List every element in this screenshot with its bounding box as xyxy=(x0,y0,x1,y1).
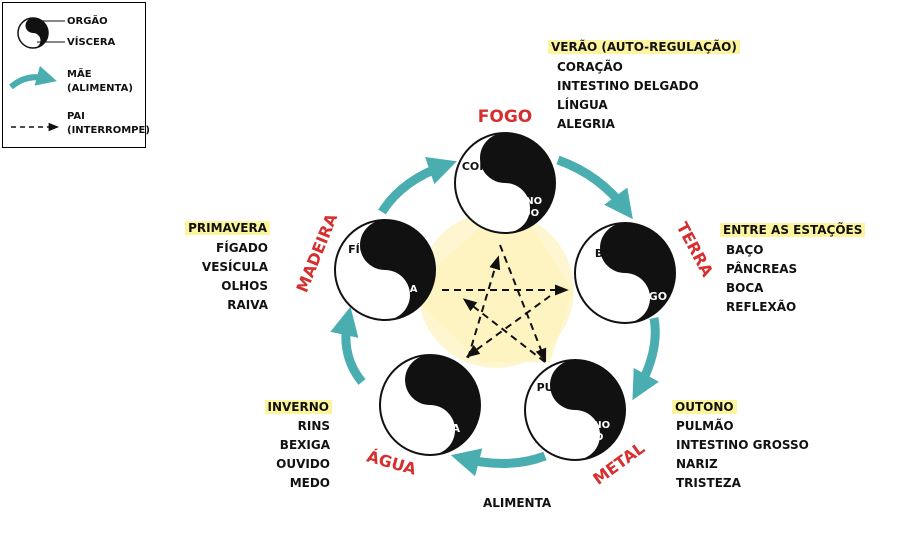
dashed-earth-to-water xyxy=(465,295,551,358)
earth-viscera-label-1: ESTÔMAGO xyxy=(597,290,667,303)
season-spring-list: FÍGADO VESÍCULA OLHOS RAIVA xyxy=(170,239,268,315)
season-summer-list: CORAÇÃO INTESTINO DELGADO LÍNGUA ALEGRIA xyxy=(557,58,699,134)
season-spring-item: VESÍCULA xyxy=(201,260,268,274)
season-winter: INVERNO xyxy=(252,398,332,417)
season-autumn-list: PULMÃO INTESTINO GROSSO NARIZ TRISTEZA xyxy=(676,417,809,493)
season-spring-item: OLHOS xyxy=(221,279,268,293)
water-viscera-label-1: BEXIGA xyxy=(414,422,461,435)
legend-organ-label: ORGÃO xyxy=(67,16,108,27)
yin-yang-earth xyxy=(574,222,676,324)
legend-father-label-1: PAI xyxy=(67,111,85,122)
season-between: ENTRE AS ESTAÇÕES xyxy=(720,221,866,240)
season-spring-title: PRIMAVERA xyxy=(185,221,270,235)
metal-viscera-label-2: GROSSO xyxy=(557,432,604,443)
arrow-metal-to-water xyxy=(450,448,547,477)
season-between-item: PÂNCREAS xyxy=(726,262,798,276)
season-summer: VERÃO (AUTO-REGULAÇÃO) xyxy=(548,38,740,57)
wood-organ-label: FÍGADO xyxy=(348,243,396,256)
arrow-water-to-wood xyxy=(330,306,366,385)
legend-mother-label-2: (ALIMENTA) xyxy=(67,83,133,94)
yin-yang-icon xyxy=(17,17,49,49)
arrow-wood-to-fire xyxy=(378,156,457,215)
season-winter-item: MEDO xyxy=(289,476,330,490)
arrow-fire-to-earth xyxy=(556,155,633,220)
metal-viscera-label-1: INTESTINO xyxy=(550,420,610,431)
earth-organ-label: BAÇO xyxy=(595,247,629,260)
element-name-fire: FOGO xyxy=(478,107,532,127)
yin-yang-fire xyxy=(454,132,556,234)
legend-teal-arrow-icon xyxy=(9,65,57,90)
yin-yang-metal xyxy=(524,359,626,461)
season-winter-item: RINS xyxy=(297,419,330,433)
season-summer-item: CORAÇÃO xyxy=(557,60,623,74)
season-between-title: ENTRE AS ESTAÇÕES xyxy=(720,223,866,237)
legend-box: ORGÃO VÍSCERA MÃE (ALIMENTA) PAI (INTERR… xyxy=(2,2,150,148)
wood-viscera-label-2: BILIAR xyxy=(372,296,409,307)
season-autumn-item: PULMÃO xyxy=(676,419,734,433)
bottom-label-feeds: ALIMENTA xyxy=(483,496,552,510)
season-winter-item: BEXIGA xyxy=(279,438,330,452)
arrow-earth-to-metal xyxy=(632,317,660,401)
season-summer-title: VERÃO (AUTO-REGULAÇÃO) xyxy=(548,40,740,54)
season-autumn: OUTONO xyxy=(672,398,737,417)
dashed-water-to-fire xyxy=(467,255,501,359)
season-spring-item: RAIVA xyxy=(227,298,268,312)
season-autumn-item: INTESTINO GROSSO xyxy=(676,438,809,452)
season-summer-item: INTESTINO DELGADO xyxy=(557,79,699,93)
element-name-wood: MADEIRA xyxy=(293,210,342,295)
water-organ-label: RIM xyxy=(406,376,430,389)
metal-organ-label: PULMÃO xyxy=(537,381,590,394)
element-name-earth: TERRA xyxy=(673,219,718,280)
season-winter-title: INVERNO xyxy=(264,400,332,414)
season-winter-list: RINS BEXIGA OUVIDO MEDO xyxy=(232,417,330,493)
legend-graphics xyxy=(9,17,65,132)
wood-viscera-label-1: VESÍCULA xyxy=(362,282,417,295)
yin-yang-water xyxy=(379,354,481,456)
season-between-item: REFLEXÃO xyxy=(726,300,797,314)
dashed-fire-to-metal xyxy=(499,244,547,363)
dashed-metal-to-wood xyxy=(462,298,546,363)
fire-organ-label: CORAÇÃO xyxy=(462,160,522,173)
legend-mother-label-1: MÃE xyxy=(67,69,92,80)
yin-yang-wood xyxy=(334,219,436,321)
season-between-item: BAÇO xyxy=(726,243,764,257)
season-spring-item: FÍGADO xyxy=(216,241,268,255)
season-autumn-item: NARIZ xyxy=(676,457,718,471)
fire-viscera-label-1: INTESTINO xyxy=(482,196,542,207)
season-summer-item: ALEGRIA xyxy=(557,117,615,131)
season-summer-item: LÍNGUA xyxy=(557,98,608,112)
legend-father-label-2: (INTERROMPE) xyxy=(67,125,150,136)
season-autumn-item: TRISTEZA xyxy=(676,476,741,490)
fire-viscera-label-2: DELGADO xyxy=(485,208,539,219)
legend-viscera-label: VÍSCERA xyxy=(67,37,116,48)
season-winter-item: OUVIDO xyxy=(276,457,330,471)
season-autumn-title: OUTONO xyxy=(672,400,737,414)
season-spring: PRIMAVERA xyxy=(170,219,270,238)
season-between-item: BOCA xyxy=(726,281,764,295)
season-between-list: BAÇO PÂNCREAS BOCA REFLEXÃO xyxy=(726,241,797,317)
